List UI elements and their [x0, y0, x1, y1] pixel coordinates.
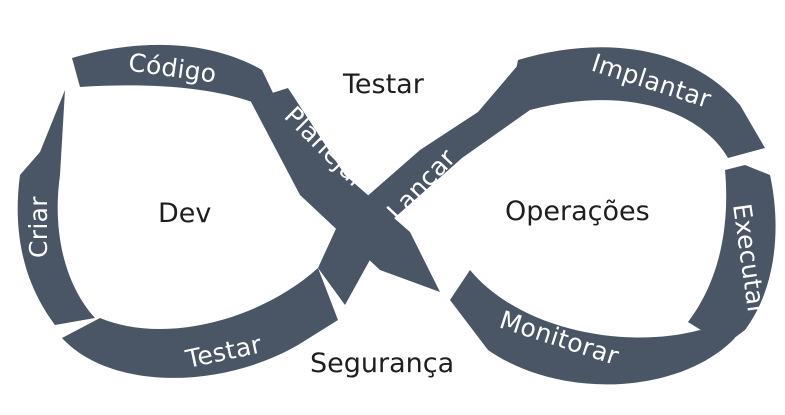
- dev-loop: [17, 44, 440, 378]
- segment-criar: [17, 90, 96, 325]
- label-testar-top: Testar: [342, 69, 425, 100]
- segment-testar-bottom: [62, 268, 338, 378]
- segment-codigo: [72, 44, 285, 118]
- segment-executar: [688, 165, 776, 345]
- label-seguranca: Segurança: [310, 348, 454, 379]
- label-operacoes: Operações: [505, 196, 650, 227]
- label-dev: Dev: [158, 198, 211, 229]
- segment-monitorar: [450, 270, 735, 385]
- segment-planejar: [250, 88, 440, 292]
- segment-lancar: [318, 65, 530, 305]
- label-criar: Criar: [24, 196, 53, 258]
- segment-implantar: [515, 47, 765, 158]
- ops-loop: [318, 47, 776, 385]
